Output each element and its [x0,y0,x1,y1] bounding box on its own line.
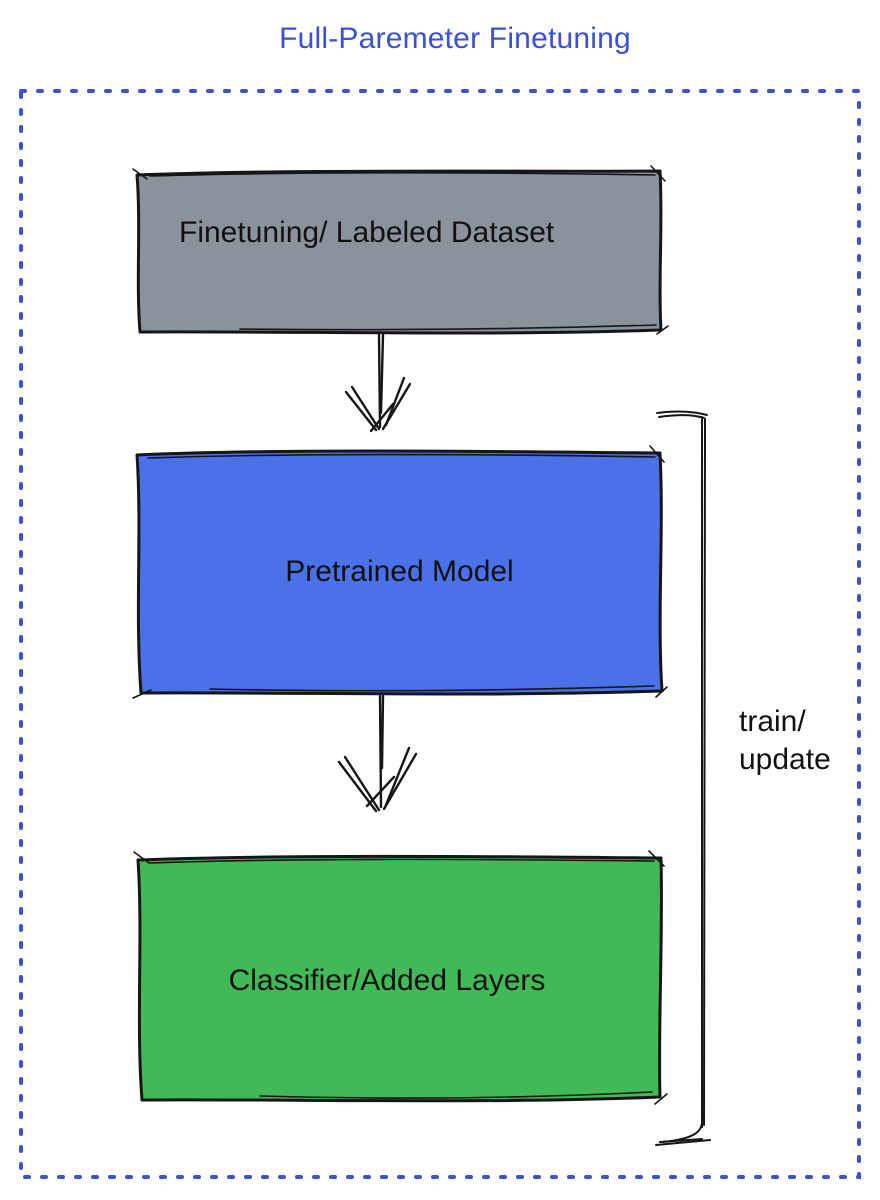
train-update-bracket [655,410,711,1146]
arrow-down-icon [337,694,418,813]
bracket-label-line1: train/ [739,705,806,738]
dotted-frame-border [19,89,861,1179]
ink-layer [132,165,711,1146]
node-label-classifier: Classifier/Added Layers [228,964,546,997]
node-box-classifier-sketch-lines [133,850,668,1105]
node-label-dataset: Finetuning/ Labeled Dataset [179,216,555,249]
node-label-pretrained: Pretrained Model [285,555,514,588]
arrow-down-icon [344,333,412,433]
bracket-label: train/ update [739,703,831,779]
node-box-dataset [135,169,663,335]
node-box-dataset-sketch-lines [132,165,669,335]
bracket-label-line2: update [739,743,831,776]
node-box-classifier [136,854,663,1103]
diagram-title: Full-Paremeter Finetuning [279,22,631,55]
node-box-pretrained-sketch-lines [132,445,668,699]
